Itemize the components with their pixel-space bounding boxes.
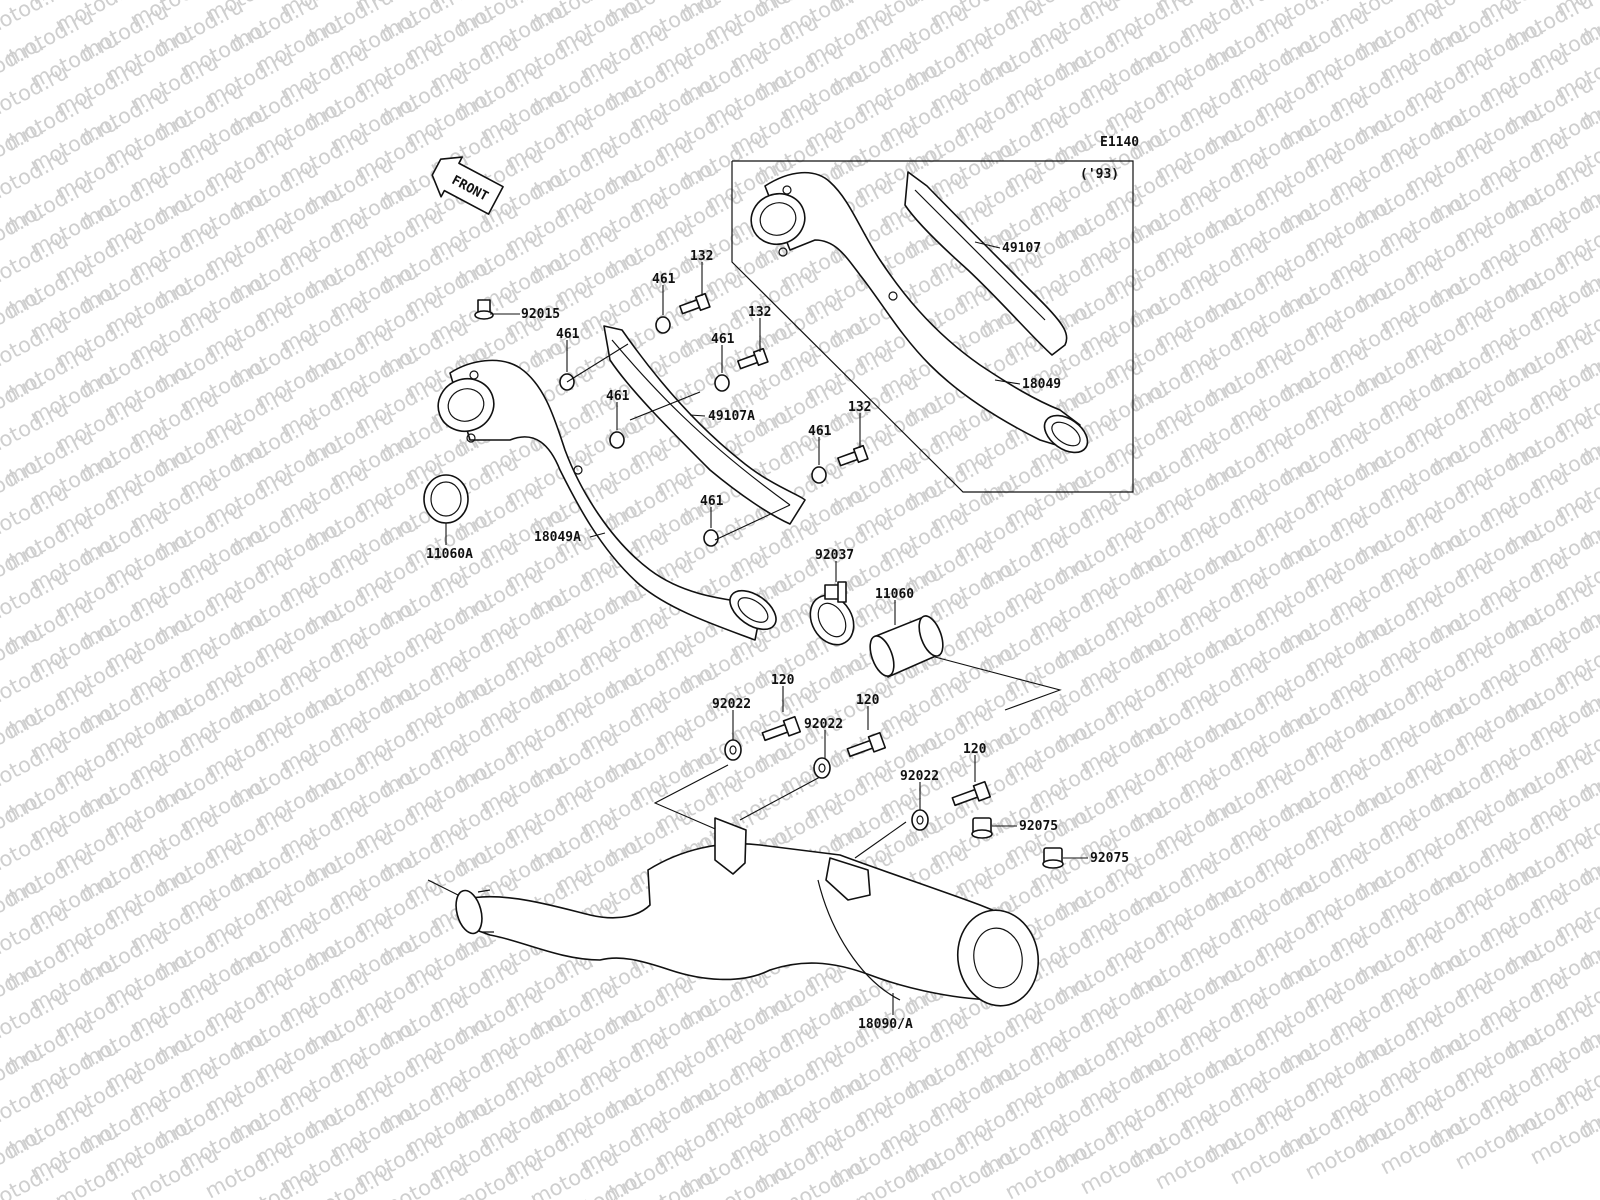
nut-92015 — [474, 299, 494, 320]
muffler-18090a — [455, 817, 1040, 1007]
callout-132: 132 — [748, 305, 771, 320]
callout-18090a: 18090/A — [858, 1017, 913, 1032]
bolts-132 — [679, 292, 869, 467]
inset-header-pipe — [750, 171, 1089, 454]
callout-120: 120 — [771, 673, 795, 688]
callout-92015: 92015 — [521, 307, 560, 322]
gasket-11060a — [423, 474, 469, 524]
inset-93-box — [731, 160, 1134, 493]
washers-461 — [559, 316, 827, 547]
callout-leaders — [445, 241, 1088, 1015]
main-header-pipe — [437, 359, 777, 641]
callout-92037: 92037 — [815, 548, 854, 563]
callout-18049: 18049 — [1022, 377, 1061, 392]
inset-year-label: ('93) — [1080, 167, 1119, 182]
washers-92022 — [724, 739, 929, 831]
callout-49107: 49107 — [1002, 241, 1041, 256]
callout-92075: 92075 — [1019, 819, 1058, 834]
callout-labels: E1140 ('93) 92015 461 461 461 461 461 46… — [426, 135, 1139, 1032]
callout-461: 461 — [808, 424, 832, 439]
callout-132: 132 — [690, 249, 713, 264]
callout-461: 461 — [652, 272, 676, 287]
main-heat-guard — [603, 325, 806, 525]
callout-461: 461 — [556, 327, 580, 342]
callout-132: 132 — [848, 400, 871, 415]
callout-49107a: 49107A — [708, 409, 755, 424]
callout-92022: 92022 — [804, 717, 843, 732]
nuts-92075 — [971, 817, 1064, 869]
muffler-guide-lines — [427, 656, 1062, 896]
callout-92075: 92075 — [1090, 851, 1129, 866]
callout-461: 461 — [700, 494, 724, 509]
front-arrow-icon: FRONT — [431, 156, 504, 215]
callout-11060: 11060 — [875, 587, 914, 602]
callout-461: 461 — [606, 389, 630, 404]
callout-92022: 92022 — [900, 769, 939, 784]
callout-92022: 92022 — [712, 697, 751, 712]
diagram-code-label: E1140 — [1100, 135, 1139, 150]
callout-18049a: 18049A — [534, 530, 581, 545]
clamp-92037 — [809, 581, 855, 646]
callout-11060a: 11060A — [426, 547, 473, 562]
callout-120: 120 — [963, 742, 987, 757]
gasket-11060 — [869, 615, 944, 678]
callout-461: 461 — [711, 332, 735, 347]
bolts-120 — [761, 715, 992, 807]
callout-120: 120 — [856, 693, 880, 708]
